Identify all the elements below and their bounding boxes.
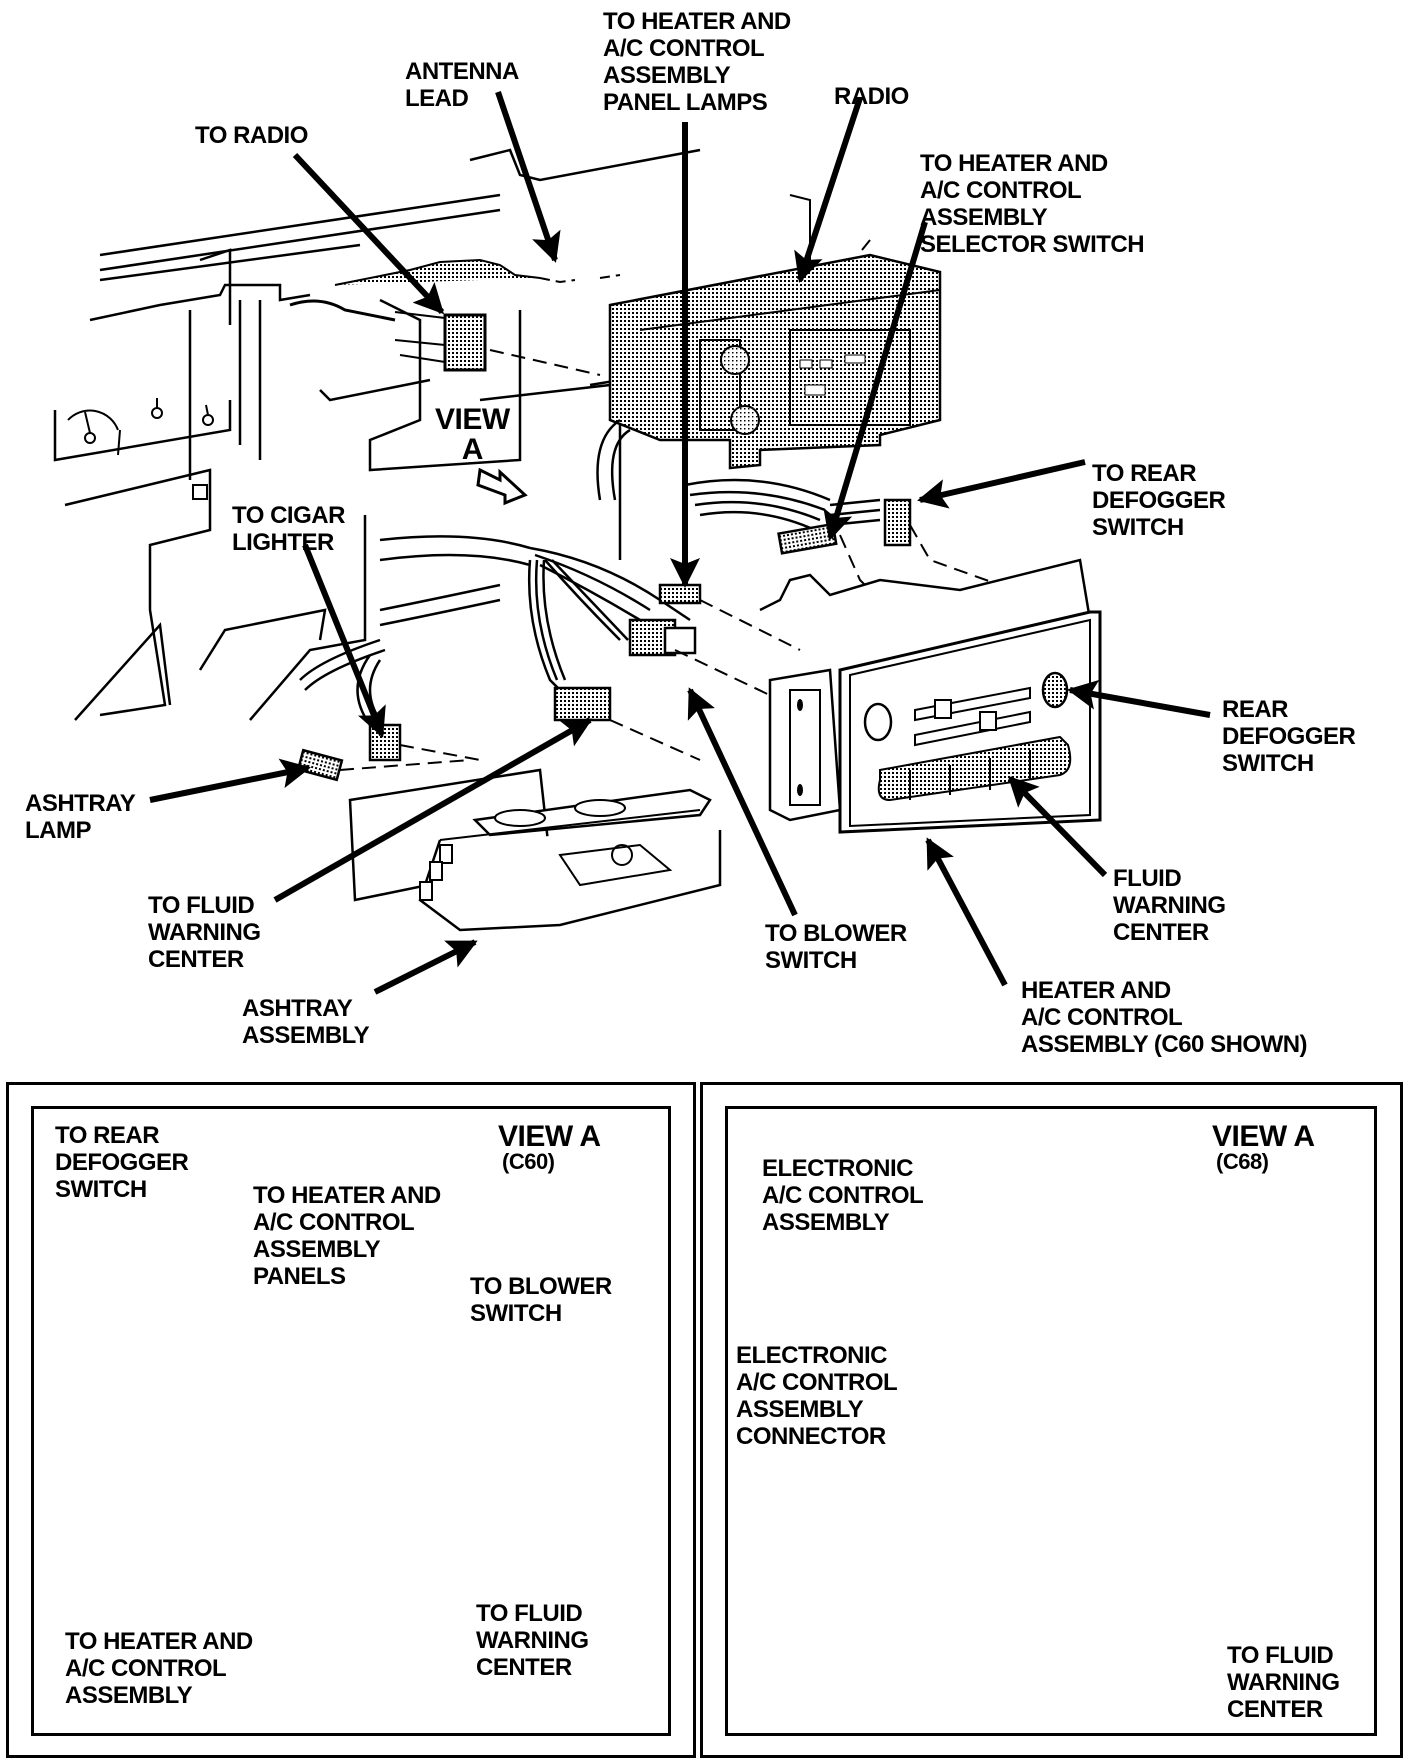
label-to-heater-selector-switch: TO HEATER AND A/C CONTROL ASSEMBLY SELEC… <box>920 150 1145 258</box>
inset-c60-label-to-fluid-warning: TO FLUID WARNING CENTER <box>476 1600 589 1681</box>
inset-c68-label-electronic-ac-assembly: ELECTRONIC A/C CONTROL ASSEMBLY <box>762 1155 924 1236</box>
ashtray-assembly <box>348 768 722 932</box>
inset-c60-inner-frame <box>31 1106 671 1736</box>
inset-c60-label-to-heater-assembly: TO HEATER AND A/C CONTROL ASSEMBLY <box>65 1628 253 1709</box>
inset-c60-label-to-heater-panels: TO HEATER AND A/C CONTROL ASSEMBLY PANEL… <box>253 1182 441 1290</box>
inset-c68-subtitle: (C68) <box>1216 1149 1269 1174</box>
label-fluid-warning-center: FLUID WARNING CENTER <box>1113 865 1226 946</box>
label-to-cigar-lighter: TO CIGAR LIGHTER <box>232 502 345 556</box>
inset-c68-inner-frame <box>725 1106 1377 1736</box>
view-a-direction-arrow <box>476 467 528 506</box>
label-to-fluid-warning-center: TO FLUID WARNING CENTER <box>148 892 261 973</box>
label-ashtray-lamp: ASHTRAY LAMP <box>25 790 136 844</box>
wiring-harness <box>299 418 881 726</box>
gauge-icons <box>67 398 214 500</box>
antenna-lead-cable <box>334 258 541 286</box>
inset-c60-title: VIEW A <box>498 1120 601 1153</box>
label-to-rear-defogger-switch: TO REAR DEFOGGER SWITCH <box>1092 460 1226 541</box>
label-to-heater-panel-lamps: TO HEATER AND A/C CONTROL ASSEMBLY PANEL… <box>603 8 791 116</box>
inset-view-a-c60 <box>6 1082 696 1758</box>
inset-c60-label-to-rear-defogger: TO REAR DEFOGGER SWITCH <box>55 1122 189 1203</box>
label-radio: RADIO <box>834 83 909 110</box>
callout-arrows <box>149 91 1211 995</box>
inset-c60-label-to-blower-switch: TO BLOWER SWITCH <box>470 1273 612 1327</box>
radio-unit <box>608 194 942 470</box>
inset-c68-title: VIEW A <box>1212 1120 1315 1153</box>
inset-c60-subtitle: (C60) <box>502 1149 555 1174</box>
label-heater-ac-control-assembly: HEATER AND A/C CONTROL ASSEMBLY (C60 SHO… <box>1021 977 1308 1058</box>
label-rear-defogger-switch: REAR DEFOGGER SWITCH <box>1222 696 1356 777</box>
inset-c68-label-to-fluid-warning: TO FLUID WARNING CENTER <box>1227 1642 1340 1723</box>
label-view-a: VIEW A <box>435 403 510 466</box>
connectors <box>296 498 912 782</box>
inset-view-a-c68 <box>700 1082 1403 1758</box>
label-ashtray-assembly: ASHTRAY ASSEMBLY <box>242 995 370 1049</box>
label-antenna-lead: ANTENNA LEAD <box>405 58 519 112</box>
radio-connector <box>289 299 641 386</box>
inset-c68-label-electronic-ac-connector: ELECTRONIC A/C CONTROL ASSEMBLY CONNECTO… <box>736 1342 898 1450</box>
label-to-blower-switch: TO BLOWER SWITCH <box>765 920 907 974</box>
heater-ac-control-assembly <box>759 558 1102 834</box>
instrument-panel-carrier <box>53 148 701 721</box>
connection-dash-lines <box>339 524 1001 771</box>
label-to-radio: TO RADIO <box>195 122 308 149</box>
